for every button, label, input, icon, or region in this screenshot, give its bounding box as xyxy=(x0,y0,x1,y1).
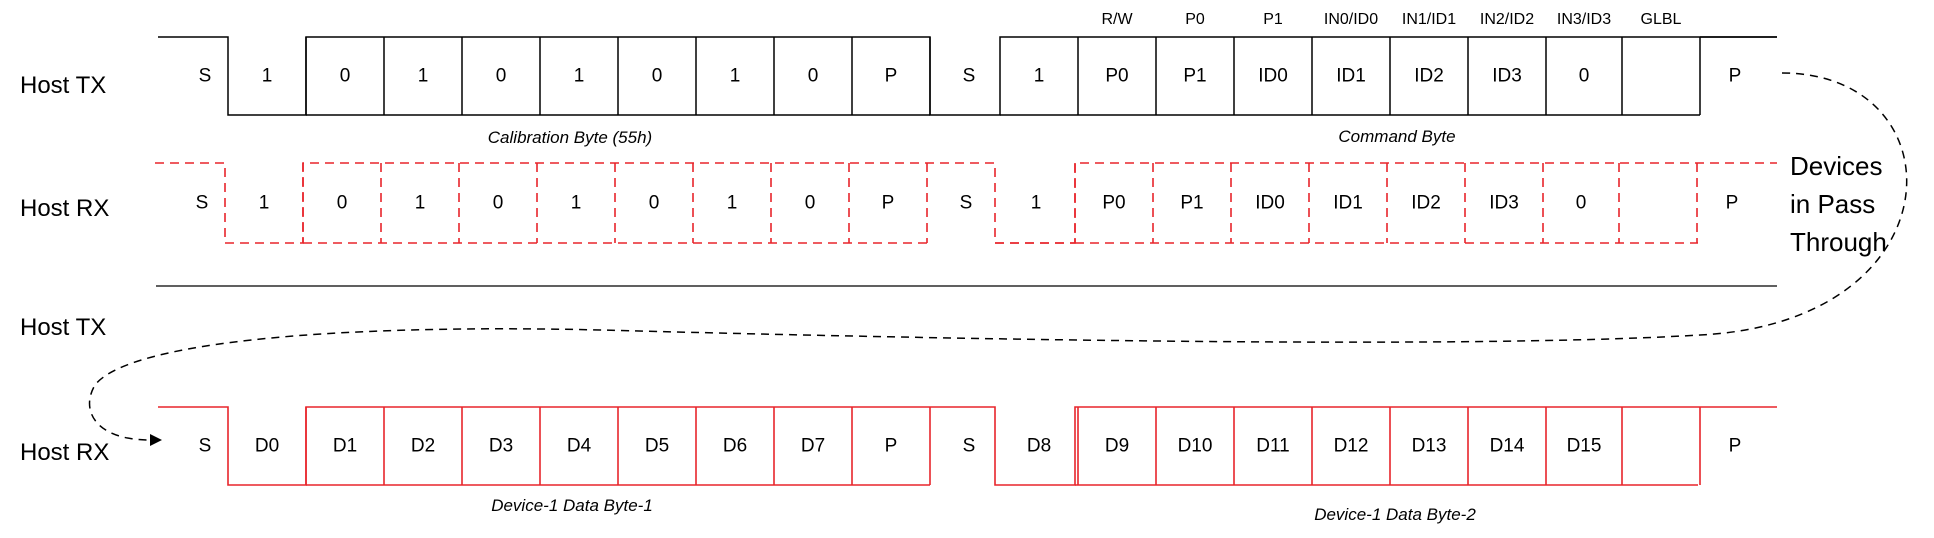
host-tx-bit: ID1 xyxy=(1336,66,1366,87)
host-rx-frame1-outline xyxy=(155,162,1777,244)
host-tx-bit: 1 xyxy=(1034,66,1045,87)
host-rx-bit: 0 xyxy=(493,193,504,214)
host-rx-data-bit: D14 xyxy=(1490,436,1525,457)
host-rx-bit: P1 xyxy=(1180,193,1203,214)
command-field-header: IN3/ID3 xyxy=(1557,11,1611,28)
command-field-header: IN2/ID2 xyxy=(1480,11,1534,28)
host-tx-bit: ID3 xyxy=(1492,66,1522,87)
caption-command-byte: Command Byte xyxy=(1338,127,1455,146)
host-rx-data-bit: D4 xyxy=(567,436,592,457)
host-tx-bit: S xyxy=(963,66,976,87)
host-rx-data-bit: D11 xyxy=(1256,436,1289,457)
host-rx-bit: S xyxy=(960,193,973,214)
host-rx-data-bit: D7 xyxy=(801,436,825,457)
host-tx-bit: P xyxy=(885,66,898,87)
host-tx-bit: 1 xyxy=(418,66,429,87)
host-rx-bit: 0 xyxy=(649,193,660,214)
host-rx-bit: ID3 xyxy=(1489,193,1519,214)
host-rx-bit: 0 xyxy=(805,193,816,214)
host-rx-bit: P xyxy=(882,193,895,214)
signal-label-host-rx-2: Host RX xyxy=(20,439,109,466)
host-tx-bit: 1 xyxy=(262,66,273,87)
host-tx-bit-labels: S 1 0 1 0 1 0 1 0 P S 1 P0 P1 ID0 ID1 ID2 ID3 0 P xyxy=(199,66,1742,87)
host-rx-bit: ID0 xyxy=(1255,193,1285,214)
command-field-header: IN1/ID1 xyxy=(1402,11,1456,28)
host-rx-bit: ID1 xyxy=(1333,193,1363,214)
command-field-header: GLBL xyxy=(1641,11,1682,28)
host-rx-bit: 1 xyxy=(259,193,270,214)
host-rx-data-bit: D12 xyxy=(1334,436,1369,457)
host-tx-waveform xyxy=(158,36,1777,116)
command-field-header: IN0/ID0 xyxy=(1324,11,1378,28)
host-rx-bit: S xyxy=(196,193,209,214)
host-tx-bit: ID2 xyxy=(1414,66,1444,87)
host-rx-bit-labels: S 1 0 1 0 1 0 1 0 P S 1 P0 P1 ID0 ID1 ID2 ID3 0 P xyxy=(196,193,1739,214)
host-rx-data-bit: P xyxy=(1729,436,1742,457)
host-rx-data-bit: D9 xyxy=(1105,436,1129,457)
caption-data-byte-2: Device-1 Data Byte-2 xyxy=(1314,505,1476,524)
signal-label-host-rx-1: Host RX xyxy=(20,195,109,222)
host-rx-data-bit: D3 xyxy=(489,436,513,457)
host-rx-bit: 1 xyxy=(415,193,426,214)
pass-through-note-line3: Through xyxy=(1790,227,1887,257)
host-tx-bit: 1 xyxy=(730,66,741,87)
host-tx-bit: 0 xyxy=(340,66,351,87)
host-rx-data-bit-separators xyxy=(305,407,1701,485)
command-field-header: P0 xyxy=(1185,11,1205,28)
host-rx-bit: P0 xyxy=(1102,193,1125,214)
caption-data-byte-1: Device-1 Data Byte-1 xyxy=(491,496,653,515)
host-tx-bit: P0 xyxy=(1105,66,1128,87)
pass-through-arrow xyxy=(88,72,1908,441)
signal-label-host-tx-2: Host TX xyxy=(20,314,106,341)
command-field-header: R/W xyxy=(1101,11,1133,28)
caption-calibration-byte: Calibration Byte (55h) xyxy=(488,128,652,147)
host-rx-data-outline xyxy=(158,406,1777,486)
host-tx-bit: ID0 xyxy=(1258,66,1288,87)
pass-through-arrowhead xyxy=(150,434,162,446)
host-tx-bit-separators xyxy=(305,37,1701,115)
host-tx-bit: 1 xyxy=(574,66,585,87)
host-rx-data-bit: D8 xyxy=(1027,436,1051,457)
host-rx-bit: 0 xyxy=(1576,193,1587,214)
host-tx-bit: P xyxy=(1729,66,1742,87)
command-field-headers: R/W P0 P1 IN0/ID0 IN1/ID1 IN2/ID2 IN3/ID3 GLBL xyxy=(1101,11,1681,28)
pass-through-note-line2: in Pass xyxy=(1790,189,1875,219)
pass-through-note-line1: Devices xyxy=(1790,151,1882,181)
host-tx-bit: 0 xyxy=(808,66,819,87)
host-rx-data-bit: D10 xyxy=(1178,436,1213,457)
host-rx-data-bit: D1 xyxy=(333,436,357,457)
host-rx-data-waveform xyxy=(158,406,1777,486)
command-field-header: P1 xyxy=(1263,11,1283,28)
signal-label-host-tx-1: Host TX xyxy=(20,72,106,99)
host-rx-data-bit: D6 xyxy=(723,436,747,457)
host-tx-bit: S xyxy=(199,66,212,87)
host-rx-data-bit: D15 xyxy=(1567,436,1602,457)
host-rx-data-bit: D13 xyxy=(1412,436,1447,457)
host-tx-bit: 0 xyxy=(652,66,663,87)
host-rx-bit: 1 xyxy=(571,193,582,214)
host-rx-bit: 1 xyxy=(1031,193,1042,214)
host-tx-bit: 0 xyxy=(1579,66,1590,87)
host-rx-waveform xyxy=(155,162,1777,244)
host-rx-data-bit: S xyxy=(199,436,212,457)
host-rx-bit: 0 xyxy=(337,193,348,214)
host-rx-data-bit: D2 xyxy=(411,436,435,457)
host-rx-data-bit: P xyxy=(885,436,898,457)
host-rx-data-bit: S xyxy=(963,436,976,457)
host-rx-data-bit: D0 xyxy=(255,436,279,457)
host-rx-bit: P xyxy=(1726,193,1739,214)
host-tx-bit: 0 xyxy=(496,66,507,87)
host-rx-data-bit-labels: S D0 D1 D2 D3 D4 D5 D6 D7 P S D8 D9 D10 D11 D12 D13 D14 D1… xyxy=(199,436,1742,457)
host-rx-data-bit: D5 xyxy=(645,436,669,457)
host-tx-bit: P1 xyxy=(1183,66,1206,87)
host-rx-bit: 1 xyxy=(727,193,738,214)
host-rx-bit: ID2 xyxy=(1411,193,1441,214)
host-rx-bit-separators xyxy=(302,163,1698,243)
